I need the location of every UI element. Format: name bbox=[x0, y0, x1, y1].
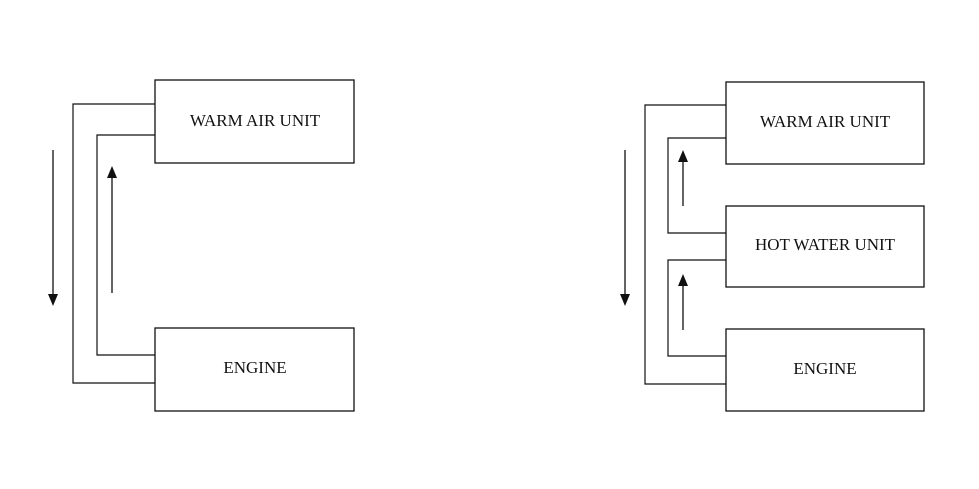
left-engine-box bbox=[154, 327, 355, 412]
right-circuit: WARM AIR UNIT HOT WATER UNIT ENGINE bbox=[620, 81, 925, 412]
right-down-arrow-icon bbox=[620, 294, 630, 306]
right-lower-up-arrow-icon bbox=[678, 274, 688, 286]
right-engine-box bbox=[725, 328, 925, 412]
left-warm-air-unit-box bbox=[154, 79, 355, 164]
right-upper-inner-pipe bbox=[667, 137, 726, 234]
right-lower-inner-pipe bbox=[667, 259, 726, 357]
right-warm-air-unit-box bbox=[725, 81, 925, 165]
right-hot-water-unit-box bbox=[725, 205, 925, 288]
right-upper-up-arrow-icon bbox=[678, 150, 688, 162]
right-outer-pipe bbox=[644, 104, 726, 385]
right-warm-air-unit-label: WARM AIR UNIT bbox=[760, 112, 891, 131]
right-hot-water-unit-label: HOT WATER UNIT bbox=[755, 235, 896, 254]
left-down-arrow-icon bbox=[48, 294, 58, 306]
left-circuit: WARM AIR UNIT ENGINE bbox=[48, 79, 355, 412]
left-warm-air-unit-label: WARM AIR UNIT bbox=[190, 111, 321, 130]
left-outer-pipe bbox=[72, 103, 155, 384]
right-engine-label: ENGINE bbox=[793, 359, 856, 378]
left-up-arrow-icon bbox=[107, 166, 117, 178]
left-engine-label: ENGINE bbox=[223, 358, 286, 377]
left-inner-pipe bbox=[96, 134, 155, 356]
